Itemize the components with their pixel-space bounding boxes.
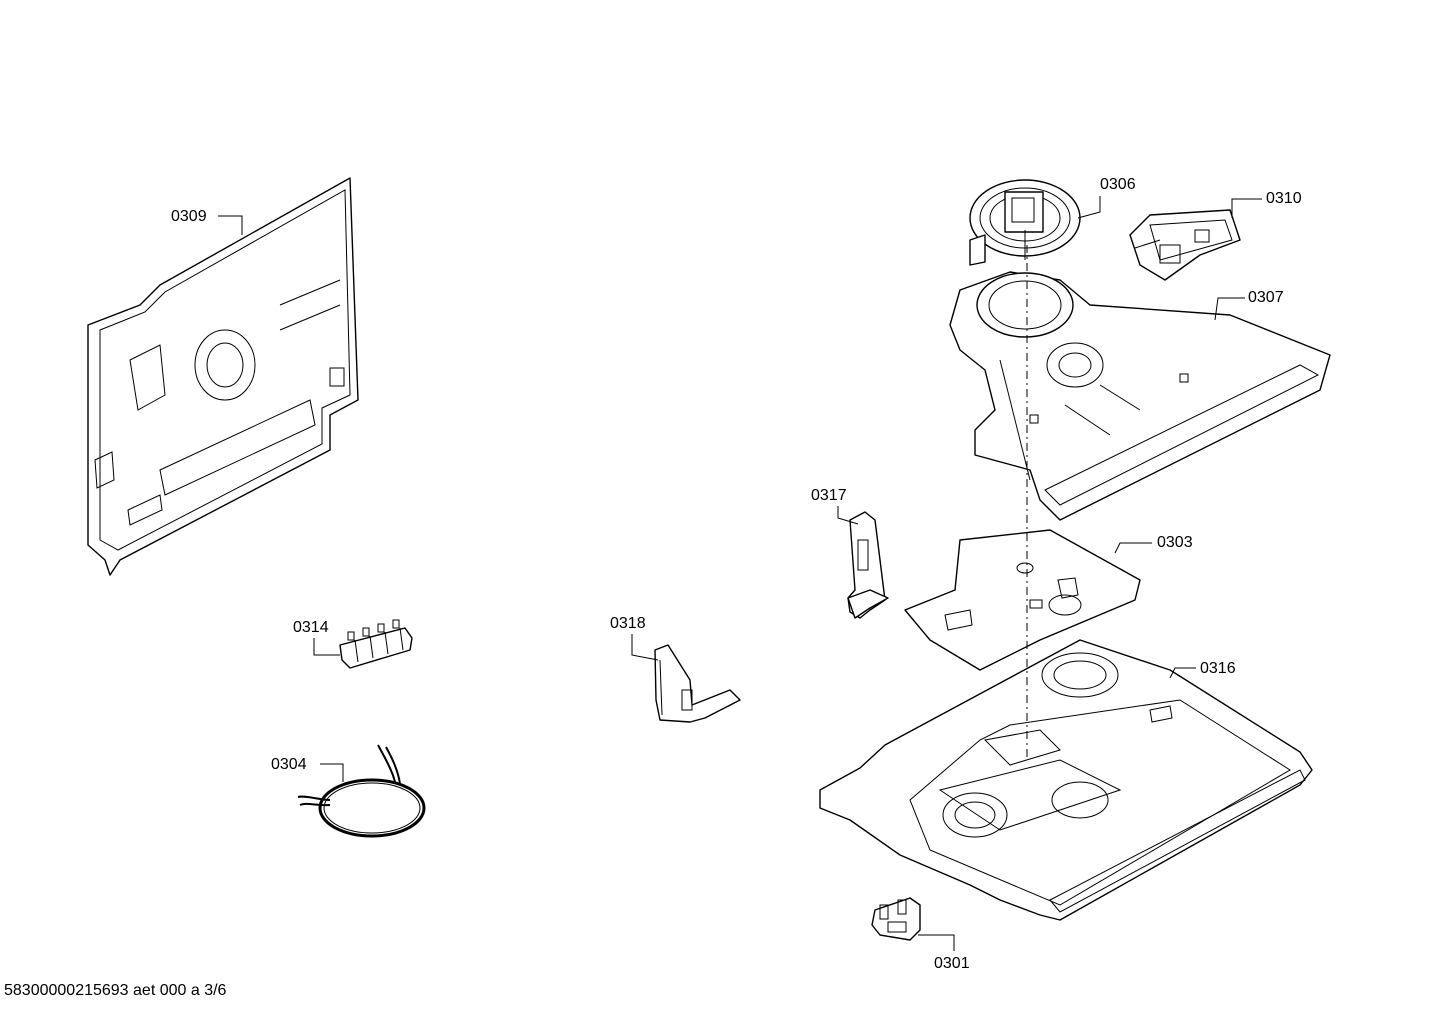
callout-0303: 0303 (1157, 534, 1193, 551)
part-0310-switch[interactable] (1129, 209, 1241, 281)
document-id-footer: 58300000215693 aet 000 a 3/6 (4, 982, 227, 999)
leader-0317 (837, 506, 859, 525)
part-0301-thermostat[interactable] (871, 897, 921, 941)
leader-0303 (1114, 542, 1152, 554)
part-0306-fan-wheel[interactable] (969, 179, 1081, 266)
callout-0317: 0317 (811, 487, 847, 504)
callout-0309: 0309 (171, 208, 207, 225)
part-0303-plate[interactable] (904, 529, 1141, 671)
leader-0307 (1214, 297, 1245, 321)
callout-0318: 0318 (610, 615, 646, 632)
callout-0307: 0307 (1248, 289, 1284, 306)
leader-0304 (320, 763, 344, 782)
leader-0310 (1231, 198, 1262, 218)
leader-0318 (631, 634, 659, 661)
leader-0316 (1169, 667, 1196, 679)
part-0304-cable[interactable] (297, 744, 426, 838)
callout-0310: 0310 (1266, 190, 1302, 207)
part-0317-bracket[interactable] (847, 511, 889, 619)
part-0307-fan-housing[interactable] (949, 271, 1331, 521)
leader-0314 (313, 638, 340, 656)
leader-0301 (918, 934, 955, 951)
callout-0301: 0301 (934, 955, 970, 972)
part-0318-bracket[interactable] (654, 644, 741, 723)
leader-0306 (1077, 196, 1101, 219)
callout-0306: 0306 (1100, 176, 1136, 193)
part-0309-rear-panel[interactable] (87, 177, 359, 576)
leader-0309 (218, 215, 243, 235)
callout-0316: 0316 (1200, 660, 1236, 677)
part-0316-base-plate[interactable] (819, 639, 1313, 921)
part-0314-terminal-block[interactable] (339, 619, 413, 669)
callout-0304: 0304 (271, 756, 307, 773)
callout-0314: 0314 (293, 619, 329, 636)
